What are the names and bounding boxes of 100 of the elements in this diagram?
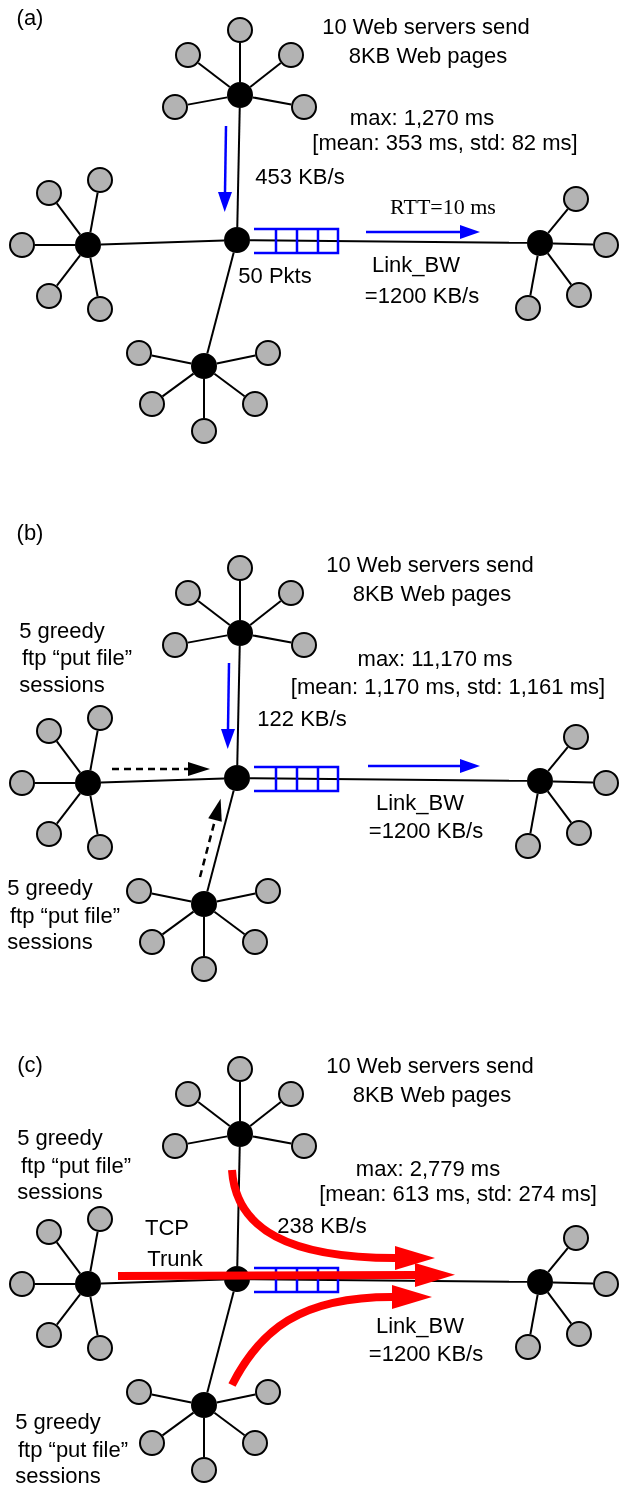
link-line (55, 1241, 82, 1275)
host-node (175, 1081, 201, 1107)
annotation-text: 5 greedy (17, 1125, 103, 1151)
annotation-text: sessions (17, 1179, 103, 1205)
link-line (203, 378, 205, 419)
hub-node (75, 1271, 101, 1297)
panel-label: (b) (16, 520, 44, 546)
link-line (197, 599, 231, 627)
link-line (55, 202, 82, 236)
annotation-text: [mean: 1,170 ms, std: 1,161 ms] (290, 674, 606, 700)
host-node (227, 555, 253, 581)
annotation-text: 453 KB/s (255, 164, 345, 190)
host-node (566, 820, 592, 846)
host-node (278, 42, 304, 68)
annotation-text: [mean: 353 ms, std: 82 ms] (312, 130, 578, 156)
link-line (547, 1247, 569, 1273)
link-line (203, 916, 205, 957)
host-node (515, 295, 541, 321)
host-node (36, 180, 62, 206)
host-node (126, 340, 152, 366)
link-line (89, 729, 99, 772)
host-node (191, 1457, 217, 1483)
link-line (100, 239, 225, 246)
annotation-text: max: 11,170 ms (357, 646, 513, 672)
annotation-text: 8KB Web pages (352, 581, 512, 607)
link-line (186, 634, 229, 644)
link-line (89, 1230, 99, 1273)
link-line (249, 62, 282, 88)
annotation-text: Link_BW (376, 1313, 464, 1339)
host-node (291, 94, 317, 120)
hub-node (191, 891, 217, 917)
annotation-text: 50 Pkts (238, 263, 312, 289)
link-line (89, 256, 99, 298)
host-node (566, 1321, 592, 1347)
annotation-text: Link_BW (372, 252, 460, 278)
link-line (150, 354, 193, 365)
annotation-text: =1200 KB/s (368, 818, 484, 844)
host-node (87, 296, 113, 322)
link-line (547, 208, 569, 234)
link-line (546, 790, 573, 824)
link-line (55, 740, 82, 774)
hub-node (75, 232, 101, 258)
host-node (36, 1322, 62, 1348)
panel-label: (c) (17, 1052, 43, 1078)
host-node (36, 718, 62, 744)
hub-node (191, 353, 217, 379)
host-node (139, 1430, 165, 1456)
hub-node (527, 1269, 553, 1295)
annotation-text: 5 greedy (7, 875, 93, 901)
link-line (206, 789, 235, 893)
link-line (89, 794, 99, 836)
annotation-text: 238 KB/s (277, 1213, 367, 1239)
host-node (87, 167, 113, 193)
link-line (55, 254, 82, 287)
hub-node (227, 82, 253, 108)
link-line (552, 1281, 594, 1285)
link-line (249, 777, 528, 782)
host-node (291, 1133, 317, 1159)
link-line (150, 1393, 193, 1404)
link-line (529, 792, 539, 835)
host-node (9, 1271, 35, 1297)
host-node (175, 42, 201, 68)
host-node (255, 340, 281, 366)
host-node (563, 724, 589, 750)
link-line (186, 1135, 229, 1145)
host-node (593, 232, 619, 258)
hub-node (191, 1392, 217, 1418)
link-line (89, 1295, 99, 1337)
link-line (236, 107, 241, 228)
host-node (162, 1133, 188, 1159)
annotation-text: 10 Web servers send (322, 14, 530, 40)
host-node (255, 1379, 281, 1405)
host-node (126, 1379, 152, 1405)
annotation-text: 10 Web servers send (326, 552, 534, 578)
host-node (593, 1271, 619, 1297)
host-node (36, 283, 62, 309)
host-node (87, 1335, 113, 1361)
hub-node (527, 230, 553, 256)
link-line (239, 1081, 241, 1122)
link-line (55, 792, 82, 825)
host-node (566, 282, 592, 308)
link-line (547, 746, 569, 772)
annotation-text: ftp “put file” (22, 645, 132, 671)
annotation-text: ftp “put file” (21, 1153, 131, 1179)
host-node (162, 94, 188, 120)
host-node (291, 632, 317, 658)
annotation-text: Trunk (147, 1246, 203, 1272)
link-line (100, 777, 225, 784)
host-node (162, 632, 188, 658)
host-node (515, 833, 541, 859)
link-line (552, 242, 594, 246)
host-node (36, 821, 62, 847)
host-node (87, 1206, 113, 1232)
link-line (161, 372, 195, 398)
host-node (9, 770, 35, 796)
host-node (175, 580, 201, 606)
host-node (242, 391, 268, 417)
link-line (34, 244, 76, 246)
host-node (191, 418, 217, 444)
link-line (239, 42, 241, 83)
